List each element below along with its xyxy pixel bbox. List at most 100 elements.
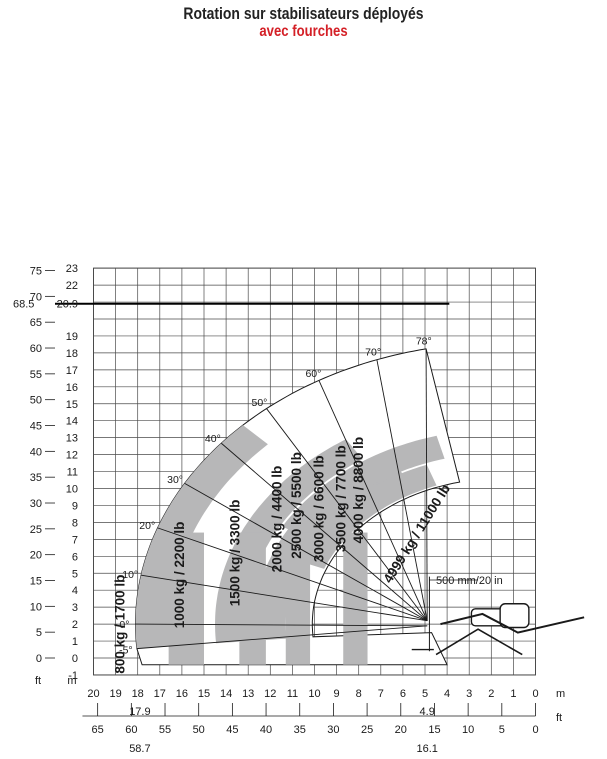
max-height-ft: 68.5 [13,299,34,311]
x-tick-m: 8 [356,688,362,700]
y-tick-m: 3 [72,602,78,614]
boom-angle-ray [318,380,428,621]
y-tick-ft: 10 [30,601,42,613]
load-label: 3000 kg / 6600 lb [311,456,326,563]
title-block: Rotation sur stabilisateurs déployés ave… [0,4,607,41]
y-tick-m: 2 [72,619,78,631]
y-axis-ft-label: ft [35,675,41,687]
x-tick-ft: 40 [260,724,272,736]
y-tick-m: 5 [72,568,78,580]
machine-boom [440,612,585,634]
x-tick-ft: 35 [294,724,306,736]
y-tick-m: 16 [66,382,78,394]
x-tick-ft: 45 [226,724,238,736]
machine-stabilisers [435,628,523,656]
x-tick-ft: 50 [193,724,205,736]
x-tick-m: 6 [400,688,406,700]
load-band-vertical-1 [168,532,204,665]
x-axis-ft-label: ft [556,712,562,724]
load-band-vertical-2 [239,532,266,665]
x-tick-m: 5 [422,688,428,700]
x-axis-m-label: m [556,688,565,700]
y-tick-m: 20.9 [57,299,78,311]
boom-angle-label: 10° [122,569,138,581]
load-zones [135,348,461,666]
boom-angle-ray [266,408,428,621]
chart-subtitle: avec fourches [259,23,348,40]
load-label: 3500 kg / 7700 lb [333,445,348,552]
boom-angle-label: 0° [119,619,129,631]
y-tick-m: 9 [72,500,78,512]
boom-angle-label: 70° [365,347,381,359]
x-tick-ft: 25 [361,724,373,736]
x-tick-ft: 0 [532,724,538,736]
x-tick-ft: 65 [92,724,104,736]
y-tick-ft: 75 [30,266,42,278]
load-label: 1500 kg / 3300 lb [227,500,242,607]
reach-mark-ft: 16.1 [416,743,437,755]
y-tick-m: 13 [66,433,78,445]
boom-angle-label: 50° [251,397,267,409]
x-tick-ft: 5 [499,724,505,736]
y-tick-m: 18 [66,348,78,360]
chart-title: Rotation sur stabilisateurs déployés [183,4,424,23]
x-tick-m: 1 [510,688,516,700]
y-tick-m: 10 [66,484,78,496]
y-tick-ft: 60 [30,343,42,355]
y-tick-m: 1 [72,636,78,648]
x-tick-m: 2 [488,688,494,700]
boom-angle-ray [157,527,428,622]
load-label: 1000 kg / 2200 lb [172,522,187,629]
boom-angle-label: 30° [167,474,183,486]
machine-cab [499,603,530,629]
y-tick-ft: 30 [30,498,42,510]
boom-angle-label: 40° [205,433,221,445]
x-tick-m: 19 [109,688,121,700]
x-tick-m: 11 [287,688,298,700]
x-tick-m: 4 [444,688,450,700]
boom-angle-label: -5° [119,644,133,656]
y-tick-ft: 25 [30,524,42,536]
load-label: 2500 kg / 5500 lb [289,452,304,559]
x-tick-m: 7 [378,688,384,700]
y-tick-m: 8 [72,517,78,529]
x-tick-m: 13 [242,688,254,700]
y-tick-m: 12 [66,450,78,462]
x-tick-m: 12 [264,688,276,700]
telehandler-icon: 500 mm/20 in [411,575,585,656]
boom-angle-ray [184,483,428,622]
y-tick-ft: 35 [30,472,42,484]
load-band-1 [135,425,268,649]
y-tick-m: 15 [66,399,78,411]
x-tick-m: 18 [132,688,144,700]
y-tick-m: 23 [66,263,78,275]
y-tick-ft: 45 [30,421,42,433]
y-tick-ft: 65 [30,317,42,329]
x-tick-ft: 15 [428,724,440,736]
annotation-500mm: 500 mm/20 in [436,575,503,587]
x-tick-m: 20 [87,688,99,700]
y-tick-ft: 70 [30,291,42,303]
y-tick-m: 22 [66,280,78,292]
y-tick-ft: 20 [30,550,42,562]
boom-angle-lines: 78°70°60°50°40°30°20°10°0°-5° [119,336,432,657]
x-tick-ft: 20 [395,724,407,736]
boom-angle-ray [425,348,428,621]
x-tick-ft: 30 [327,724,339,736]
y-tick-m: 0 [72,653,78,665]
x-tick-ft: 60 [125,724,137,736]
x-tick-ft: 55 [159,724,171,736]
boom-angle-ray [221,442,428,622]
y-tick-m: 6 [72,551,78,563]
load-label: 800 kg / 1700 lb [112,575,127,674]
y-tick-m: 7 [72,534,78,546]
x-tick-m: 16 [176,688,188,700]
boom-angle-label: 20° [139,520,155,532]
y-tick-ft: 40 [30,446,42,458]
y-tick-m: 19 [66,331,78,343]
x-tick-m: 3 [466,688,472,700]
y-axis-m-label: m [67,675,76,687]
y-tick-m: 11 [67,467,78,479]
reach-mark-m: 4.9 [420,706,435,718]
